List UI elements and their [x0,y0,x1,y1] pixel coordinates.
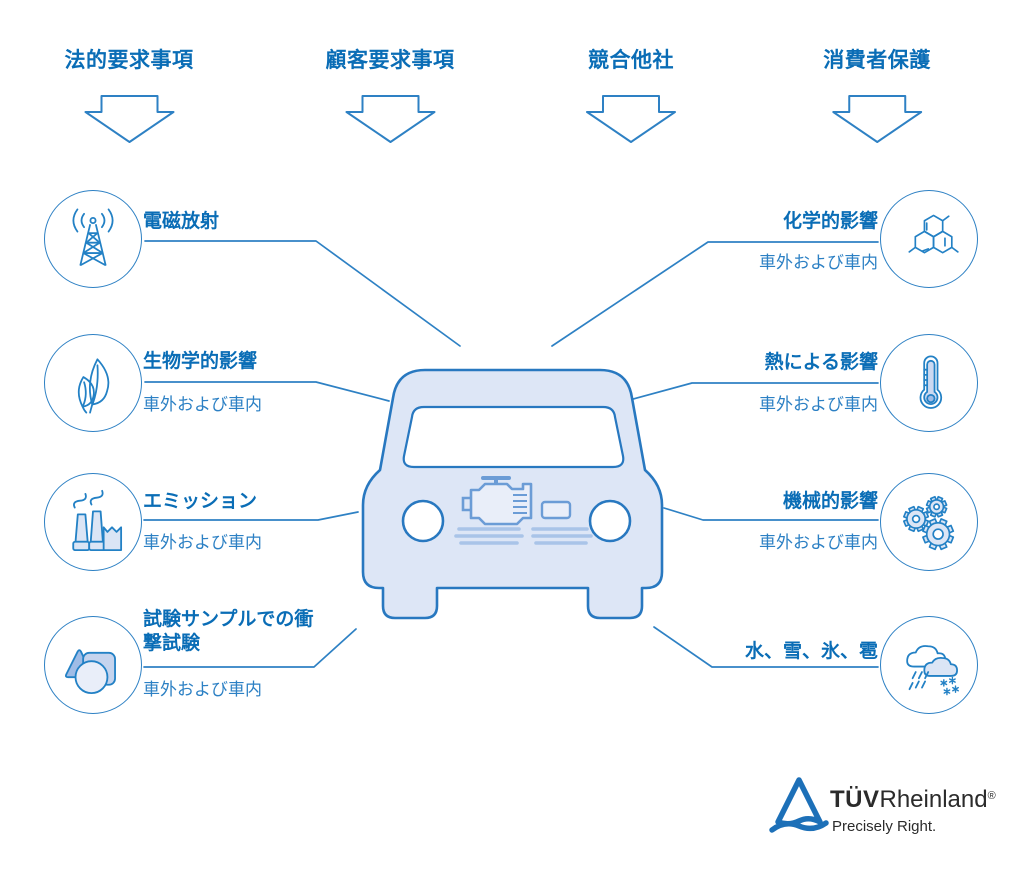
header-label: 顧客要求事項 [325,49,455,72]
headlight-right [588,499,632,543]
connector-line [144,240,461,347]
item-title: 水、雪、氷、雹 [744,641,878,662]
brand-rheinland: Rheinland [879,786,988,813]
item-title: 熱による影響 [764,352,878,373]
headlight-left [401,499,445,543]
header-label: 消費者保護 [823,49,931,72]
down-arrow-icon [586,95,676,143]
down-arrow-icon [832,95,922,143]
radio-tower-icon [44,190,142,288]
header-label: 競合他社 [588,49,674,72]
item-title: エミッション [143,491,258,512]
item-title: 化学的影響 [782,211,878,232]
thermometer-icon [880,334,978,432]
item-subtitle: 車外および車内 [759,533,878,552]
header-competitors: 競合他社 [586,44,676,143]
item-title: 機械的影響 [782,491,878,512]
grille-badge [540,500,572,520]
factory-icon [44,473,142,571]
item-subtitle: 車外および車内 [143,395,262,414]
item-title: 試験サンプルでの衝撃試験 [143,609,314,654]
header-label: 法的要求事項 [64,49,194,72]
molecule-icon [880,190,978,288]
header-consumer: 消費者保護 [823,44,931,143]
down-arrow-icon [84,95,174,143]
item-title: 電磁放射 [143,211,220,232]
header-legal: 法的要求事項 [65,44,194,143]
tuv-triangle-icon [769,777,829,833]
shapes-icon [44,616,142,714]
grille-lines [454,527,593,545]
header-customer: 顧客要求事項 [326,44,455,143]
gears-icon [880,473,978,571]
windshield [402,405,625,469]
brand-tuv: TÜV [830,786,880,813]
brand-logo: TÜVRheinland® Precisely Right. [760,770,1015,860]
item-subtitle: 車外および車内 [759,253,878,272]
brand-tagline: Precisely Right. [832,818,937,835]
down-arrow-icon [345,95,435,143]
leaves-icon [44,334,142,432]
car-front-icon [361,368,664,620]
item-subtitle: 車外および車内 [143,680,262,699]
engine-icon [461,476,533,526]
weather-icon [880,616,978,714]
item-title: 生物学的影響 [143,351,258,372]
item-subtitle: 車外および車内 [759,395,878,414]
brand-name: TÜVRheinland® [830,786,996,814]
registered-mark: ® [987,790,996,802]
item-subtitle: 車外および車内 [143,533,262,552]
